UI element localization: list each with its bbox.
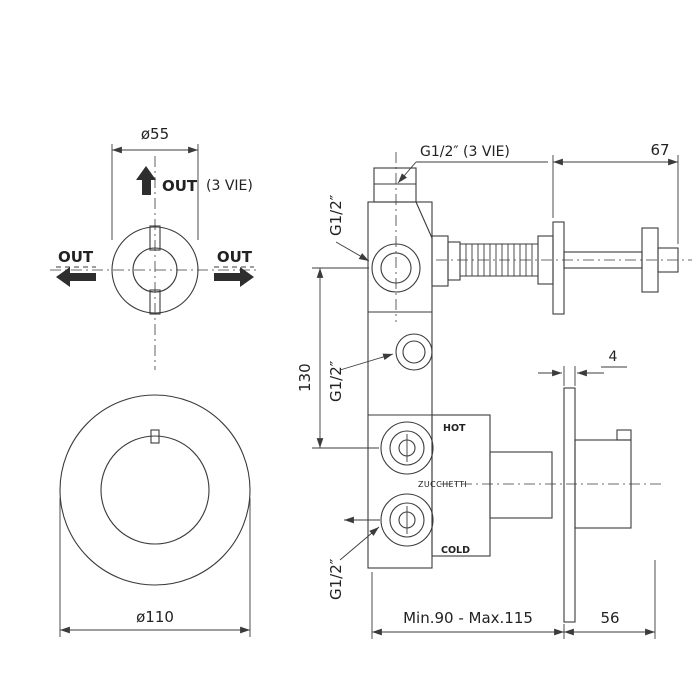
hose-connector [431,235,449,287]
plate-outer-circle [59,394,251,586]
leader-line [339,353,394,371]
handle-tab-top [149,225,161,251]
knob-tab [616,429,632,441]
out-arrow-right-icon [214,267,254,287]
upper-outlet-assembly [431,221,679,315]
cartridge-barrel [489,451,553,519]
out-top-label: OUT [162,177,198,195]
g12-mid-label: G1/2″ [327,360,345,402]
body-outline [367,201,433,569]
handle-tab-bottom [149,289,161,315]
out-left-label: OUT [58,248,94,266]
dim-56-label: 56 [600,609,619,627]
out-arrow-up-icon [136,166,156,195]
cold-inlet-port-mid [389,502,425,538]
dimension-4: 4 [538,349,627,386]
g12-top-label: G1/2″ [327,194,345,236]
diameter-55-label: ø55 [141,125,169,143]
dim-67-label: 67 [650,141,669,159]
diameter-110-label: ø110 [136,608,174,626]
g12-3vie-label: G1/2″ (3 VIE) [420,144,510,160]
dim-min-max-label: Min.90 - Max.115 [403,609,533,627]
body-detail-line [415,201,433,239]
dimension-depth: Min.90 - Max.115 56 [371,560,656,639]
g12-bottom-label: G1/2″ [327,558,345,600]
valve-body [367,167,434,569]
front-view-top: ø55 OUT (3 VIE) OUT OUT [50,125,260,370]
hot-label: HOT [443,423,466,434]
knob-circle [100,435,210,545]
cartridge-assembly: HOT ZUCCHETTI COLD [418,387,632,623]
top-port-stub [373,167,417,203]
wall-plate-lower [563,387,576,623]
leader-line [339,526,380,561]
front-view-bottom: ø110 [59,394,251,637]
knob-notch [150,429,160,444]
dimension-130: 130 [296,267,379,449]
section-view: HOT ZUCCHETTI COLD [296,141,692,639]
handle-inner-circle [132,247,178,293]
brand-label: ZUCCHETTI [418,480,467,489]
mid-port [395,333,433,371]
dim-130-label: 130 [296,363,314,392]
top-connection-callout: G1/2″ (3 VIE) [397,144,548,184]
centerlines [395,152,692,485]
out-right-label: OUT [217,248,253,266]
leader-line [335,241,370,262]
hot-inlet-port-mid [389,430,425,466]
dim-4-label: 4 [609,349,618,365]
g12-callouts: G1/2″ G1/2″ G1/2″ [327,194,394,600]
dimension-67: 67 [552,141,679,244]
hose-connector-step [447,241,461,281]
wall-plate-upper [552,221,565,315]
trim-outer-circle [111,226,199,314]
cold-inlet-port [380,493,434,547]
hot-inlet-port [380,421,434,475]
cold-label: COLD [441,545,470,556]
three-way-note-label: (3 VIE) [206,178,253,194]
out-arrow-left-icon [56,267,96,287]
leader-line [397,161,417,184]
mid-port-inner [402,340,426,364]
